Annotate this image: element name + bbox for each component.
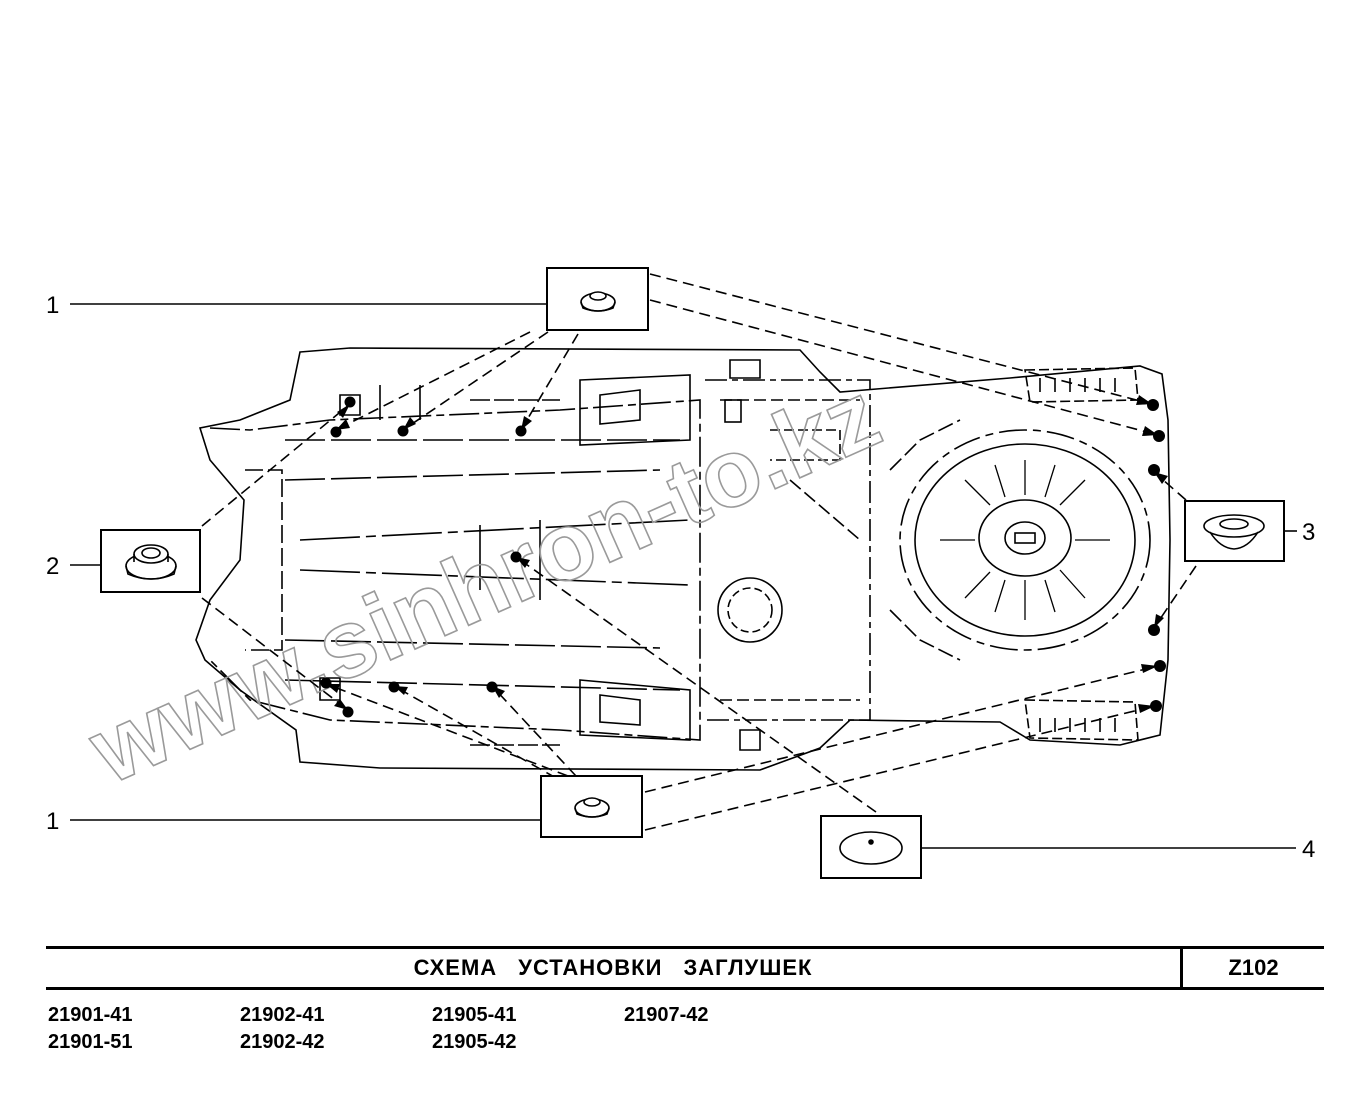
plug-type-4-icon bbox=[839, 831, 903, 865]
plug-box-3 bbox=[1184, 500, 1285, 562]
plug-point bbox=[1148, 624, 1160, 636]
model-code: 21905-42 bbox=[432, 1031, 517, 1053]
plug-point bbox=[330, 426, 342, 438]
plug-box-4 bbox=[820, 815, 922, 879]
diagram-title: СХЕМА УСТАНОВКИ ЗАГЛУШЕК bbox=[413, 955, 813, 980]
model-code: 21907-42 bbox=[624, 1004, 709, 1026]
model-code: 21902-41 bbox=[240, 1004, 325, 1026]
plug-box-1-bottom bbox=[540, 775, 643, 838]
plug-type-3-icon bbox=[1203, 514, 1265, 550]
model-code: 21901-51 bbox=[48, 1031, 133, 1053]
plug-point bbox=[515, 425, 527, 437]
plug-point bbox=[1150, 700, 1162, 712]
title-divider bbox=[1180, 946, 1183, 990]
callout-1-bottom: 1 bbox=[46, 808, 59, 835]
callout-lines bbox=[70, 303, 1297, 849]
plug-box-2 bbox=[100, 529, 201, 593]
plug-point bbox=[397, 425, 409, 437]
plug-point bbox=[342, 706, 354, 718]
model-code: 21902-42 bbox=[240, 1031, 325, 1053]
title-block: СХЕМА УСТАНОВКИ ЗАГЛУШЕК Z102 bbox=[46, 946, 1324, 990]
callout-3: 3 bbox=[1302, 519, 1315, 546]
callout-4: 4 bbox=[1302, 836, 1315, 863]
plug-point bbox=[1153, 430, 1165, 442]
model-code: 21901-41 bbox=[48, 1004, 133, 1026]
plug-type-2-icon bbox=[125, 544, 177, 580]
callout-2: 2 bbox=[46, 553, 59, 580]
leader-lines bbox=[201, 273, 1197, 831]
plug-point bbox=[344, 396, 356, 408]
plug-point bbox=[510, 551, 522, 563]
callout-1-top: 1 bbox=[46, 292, 59, 319]
arrowheads bbox=[326, 395, 1168, 713]
plug-points bbox=[320, 396, 1166, 718]
diagram-code: Z102 bbox=[1228, 955, 1279, 980]
plug-box-1-top bbox=[546, 267, 649, 331]
plug-point bbox=[1148, 464, 1160, 476]
plug-point bbox=[1147, 399, 1159, 411]
plug-point bbox=[486, 681, 498, 693]
plug-point bbox=[388, 681, 400, 693]
plug-point bbox=[320, 677, 332, 689]
car-underbody bbox=[195, 347, 1171, 771]
model-code: 21905-41 bbox=[432, 1004, 517, 1026]
plug-point bbox=[1154, 660, 1166, 672]
plug-type-1-icon bbox=[580, 291, 616, 312]
plug-type-1-icon bbox=[574, 797, 610, 818]
